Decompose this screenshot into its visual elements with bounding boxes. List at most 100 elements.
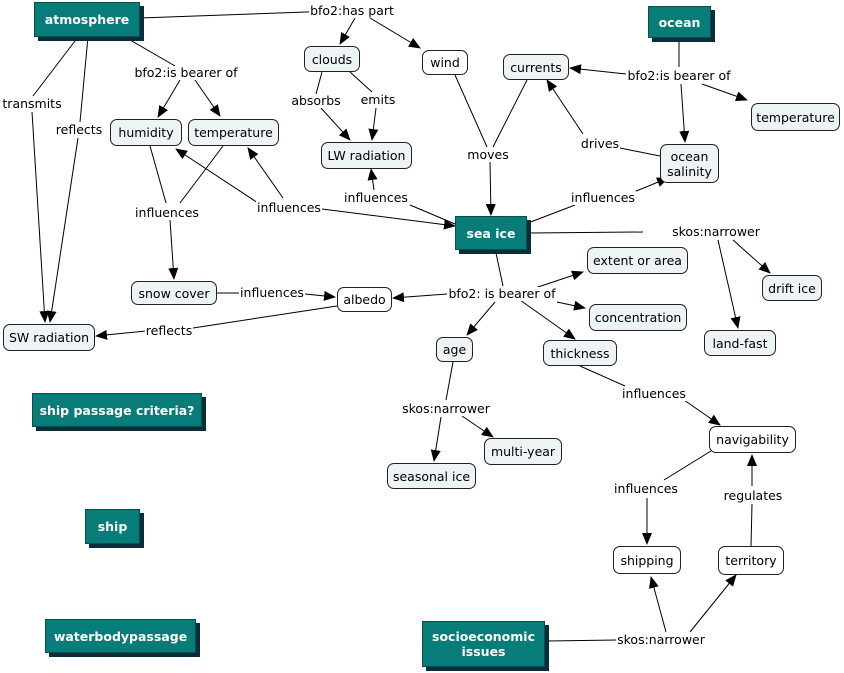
node-ocean[interactable]: ocean [648, 6, 711, 38]
edge-moves-seaice [485, 161, 496, 216]
label-bearer-sea-ice[interactable]: bfo2: is bearer of [447, 286, 557, 301]
node-territory[interactable]: territory [718, 546, 784, 575]
edge-bearer-currents [569, 64, 627, 75]
edge-bearer-concentration [556, 300, 586, 311]
edge-thickness-influences [579, 365, 626, 387]
edge-bearer-humidity [157, 79, 181, 118]
label-has-part[interactable]: bfo2:has part [309, 3, 395, 18]
label-bearer-ocean[interactable]: bfo2:is bearer of [626, 68, 732, 83]
node-ocean-salinity[interactable]: ocean salinity [660, 144, 719, 183]
node-clouds[interactable]: clouds [304, 46, 360, 72]
node-thickness[interactable]: thickness [543, 340, 617, 366]
node-navigability[interactable]: navigability [709, 426, 796, 453]
label-influences-lw[interactable]: influences [343, 190, 409, 205]
edge-influences-navigability [683, 399, 721, 426]
edge-haspart-wind [369, 17, 421, 49]
label-influences-ocean[interactable]: influences [570, 190, 636, 205]
label-influences-navigability[interactable]: influences [613, 481, 679, 496]
label-reflects-albedo[interactable]: reflects [144, 323, 194, 338]
label-narrower-age[interactable]: skos:narrower [401, 401, 491, 416]
edge-influences-seaice [321, 208, 456, 230]
node-temperature-atm[interactable]: temperature [188, 119, 279, 146]
node-drift-ice[interactable]: drift ice [762, 275, 822, 301]
edge-influences-temperature [247, 147, 284, 199]
node-socioeconomic-issues[interactable]: socioeconomic issues [422, 621, 545, 667]
edge-territory-regulates [750, 503, 753, 547]
label-influences-snow[interactable]: influences [239, 285, 305, 300]
node-sea-ice[interactable]: sea ice [455, 216, 527, 250]
node-snow-cover[interactable]: snow cover [131, 281, 217, 305]
node-socioeconomic-line2: issues [461, 644, 506, 659]
label-transmits[interactable]: transmits [1, 96, 63, 111]
edge-bearer-temperature-ocean [701, 83, 748, 102]
label-moves[interactable]: moves [466, 147, 510, 162]
node-albedo[interactable]: albedo [337, 287, 392, 312]
node-temperature-ocean[interactable]: temperature [751, 103, 840, 131]
edge-seaice-bearer [495, 252, 504, 287]
label-regulates[interactable]: regulates [722, 488, 784, 503]
edge-drives-currents [546, 79, 584, 135]
node-ship[interactable]: ship [85, 509, 140, 544]
node-currents[interactable]: currents [503, 54, 569, 80]
edge-wind-moves [454, 74, 488, 148]
edge-albedo-reflects [192, 305, 338, 329]
label-narrower-sea-ice[interactable]: skos:narrower [671, 224, 761, 239]
node-ship-passage-criteria[interactable]: ship passage criteria? [32, 393, 202, 427]
label-reflects-atmosphere[interactable]: reflects [54, 122, 104, 137]
label-absorbs[interactable]: absorbs [290, 93, 342, 108]
node-concentration[interactable]: concentration [589, 304, 687, 331]
label-influences-humidity[interactable]: influences [134, 205, 200, 220]
label-bearer-atmosphere[interactable]: bfo2:is bearer of [133, 65, 239, 80]
edge-atmosphere-haspart [139, 10, 336, 19]
edge-clouds-emits [349, 71, 373, 93]
node-waterbodypassage[interactable]: waterbodypassage [45, 619, 196, 653]
node-sw-radiation[interactable]: SW radiation [3, 324, 95, 351]
node-age[interactable]: age [436, 337, 473, 362]
edge-humidity-influences [149, 145, 167, 204]
edge-narrower-drift [732, 239, 771, 274]
edge-currents-moves [492, 79, 528, 148]
label-drives[interactable]: drives [579, 136, 621, 151]
node-shipping[interactable]: shipping [613, 546, 681, 574]
node-lw-radiation[interactable]: LW radiation [321, 142, 412, 169]
edge-influences-lw [367, 168, 378, 191]
edge-temperature-influences [179, 145, 224, 204]
edge-bearer-age [466, 301, 496, 336]
node-seasonal-ice[interactable]: seasonal ice [387, 463, 476, 489]
node-wind[interactable]: wind [422, 50, 468, 75]
label-narrower-socioeconomic[interactable]: skos:narrower [616, 632, 706, 647]
edge-navigability-influences [663, 450, 712, 481]
edge-influences-humidity [175, 148, 259, 204]
edge-bearer-salinity [679, 83, 690, 143]
edge-bearer-extent [534, 270, 584, 289]
edge-age-narrower [445, 361, 454, 401]
node-ocean-salinity-line2: salinity [667, 163, 712, 179]
edge-narrower-shipping [649, 576, 667, 633]
edge-transmits-sw [31, 111, 50, 323]
node-socioeconomic-line1: socioeconomic [432, 629, 535, 644]
label-influences-temperature[interactable]: influences [256, 200, 322, 215]
label-influences-thickness[interactable]: influences [621, 386, 687, 401]
edge-atmosphere-reflects [79, 36, 89, 123]
label-emits[interactable]: emits [359, 92, 397, 107]
node-ocean-salinity-line1: ocean [670, 148, 709, 164]
edge-seaice-influences [527, 204, 576, 224]
edge-seaice-influences-lw [409, 204, 456, 225]
node-atmosphere[interactable]: atmosphere [34, 2, 140, 37]
edge-narrower-seasonal [430, 416, 442, 462]
node-land-fast[interactable]: land-fast [704, 330, 776, 356]
edge-narrower-landfast [717, 239, 741, 329]
edge-atmosphere-transmits [32, 36, 79, 97]
node-multi-year[interactable]: multi-year [484, 438, 562, 465]
edge-socio-narrower [546, 639, 618, 642]
edge-atmosphere-bearer [124, 36, 176, 67]
edge-bearer-thickness [519, 299, 576, 340]
edge-haspart-clouds [339, 17, 356, 45]
node-extent-or-area[interactable]: extent or area [587, 247, 688, 274]
edge-salinity-drives [619, 147, 661, 157]
edge-absorbs-lw [320, 107, 351, 141]
edge-bearer-temperature [194, 79, 221, 117]
edge-narrower-territory [689, 574, 737, 633]
edge-reflects-sw [46, 137, 79, 323]
node-humidity[interactable]: humidity [110, 119, 182, 146]
